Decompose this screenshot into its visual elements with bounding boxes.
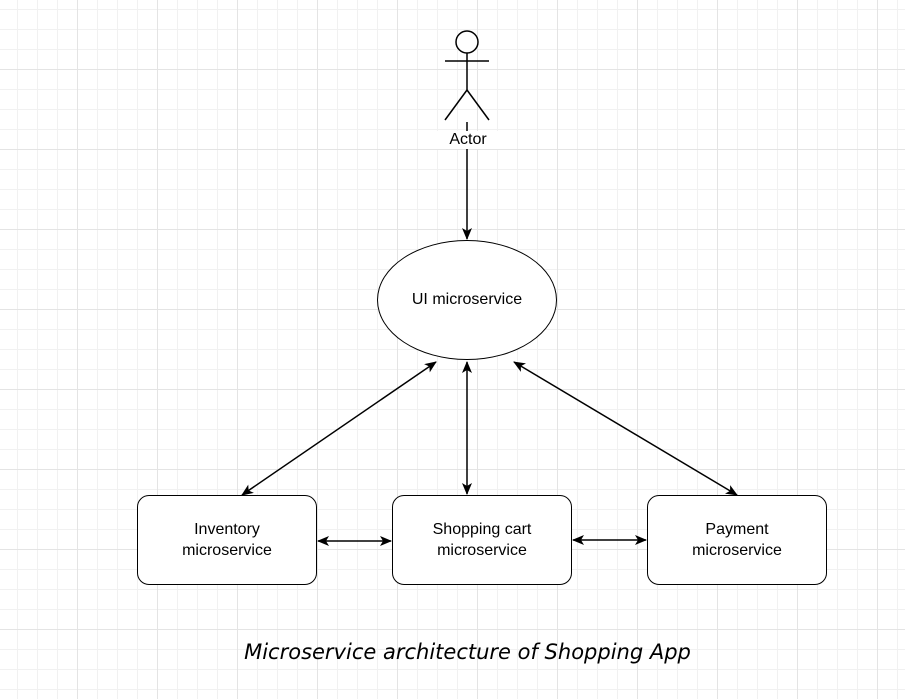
actor-right-leg (466, 89, 490, 121)
arrow-ui-inventory (241, 361, 437, 496)
inventory-microservice-node[interactable]: Inventory microservice (137, 495, 317, 585)
arrow-ui-payment (513, 361, 738, 496)
actor-figure (444, 30, 490, 121)
actor-head (455, 30, 479, 54)
payment-microservice-node[interactable]: Payment microservice (647, 495, 827, 585)
cart-label-line1: Shopping cart (432, 521, 532, 538)
inventory-label-line2: microservice (182, 542, 272, 559)
ui-microservice-label: UI microservice (411, 291, 523, 308)
cart-label-line2: microservice (437, 542, 527, 559)
diagram-caption: Microservice architecture of Shopping Ap… (244, 640, 691, 664)
payment-label-line1: Payment (705, 521, 769, 538)
inventory-label-line1: Inventory (194, 521, 260, 538)
actor-label: Actor (428, 131, 508, 149)
ui-microservice-node[interactable]: UI microservice (377, 240, 557, 360)
actor-left-leg (444, 89, 468, 121)
shopping-cart-microservice-node[interactable]: Shopping cart microservice (392, 495, 572, 585)
payment-label-line2: microservice (692, 542, 782, 559)
